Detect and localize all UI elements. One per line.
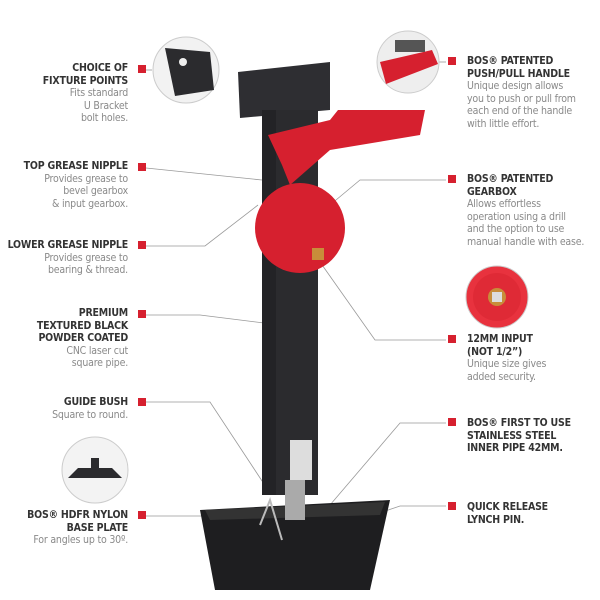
feature-title: BOS® PATENTED GEARBOX [467,173,554,198]
trailer-jack [200,62,425,590]
feature-title: QUICK RELEASE LYNCH PIN. [467,501,548,526]
detail-handle-circle [376,30,440,94]
feature-title: 12MM INPUT (NOT 1/2”) [467,333,533,358]
feature-desc: Square to round. [52,408,128,421]
feature-desc: For angles up to 30º. [33,534,128,546]
feature-title: LOWER GREASE NIPPLE [7,239,129,251]
feature-desc: Unique design allows you to push or pull… [467,80,576,130]
feature-title: BOS® HDFR NYLON BASE PLATE [27,509,128,534]
feature-title: CHOICE OF FIXTURE POINTS [42,62,128,87]
feature-title: GUIDE BUSH [63,396,128,408]
detail-fixture-circle [152,36,220,104]
feature-title: BOS® PATENTED PUSH/PULL HANDLE [467,55,570,80]
feature-desc: Fits standard U Bracket bolt holes. [69,87,128,124]
feature-title: PREMIUM TEXTURED BLACK POWDER COATED [36,307,128,344]
feature-12mm-input: 12MM INPUT (NOT 1/2”)Unique size gives a… [467,333,546,383]
feature-desc: CNC laser cut square pipe. [66,344,128,370]
feature-stainless-pipe: BOS® FIRST TO USE STAINLESS STEEL INNER … [467,417,571,455]
feature-title: BOS® FIRST TO USE STAINLESS STEEL INNER … [467,417,571,454]
feature-desc: Unique size gives added security. [467,358,547,383]
feature-desc: Allows effortless operation using a dril… [467,198,585,248]
marker-squares [138,57,456,519]
feature-desc: Provides grease to bevel gearbox & input… [44,172,128,210]
feature-lynch-pin: QUICK RELEASE LYNCH PIN. [467,501,548,526]
detail-baseplate-circle [61,436,129,504]
feature-title: TOP GREASE NIPPLE [23,160,129,172]
feature-desc: Provides grease to bearing & thread. [44,251,128,277]
detail-input-circle [465,265,529,329]
